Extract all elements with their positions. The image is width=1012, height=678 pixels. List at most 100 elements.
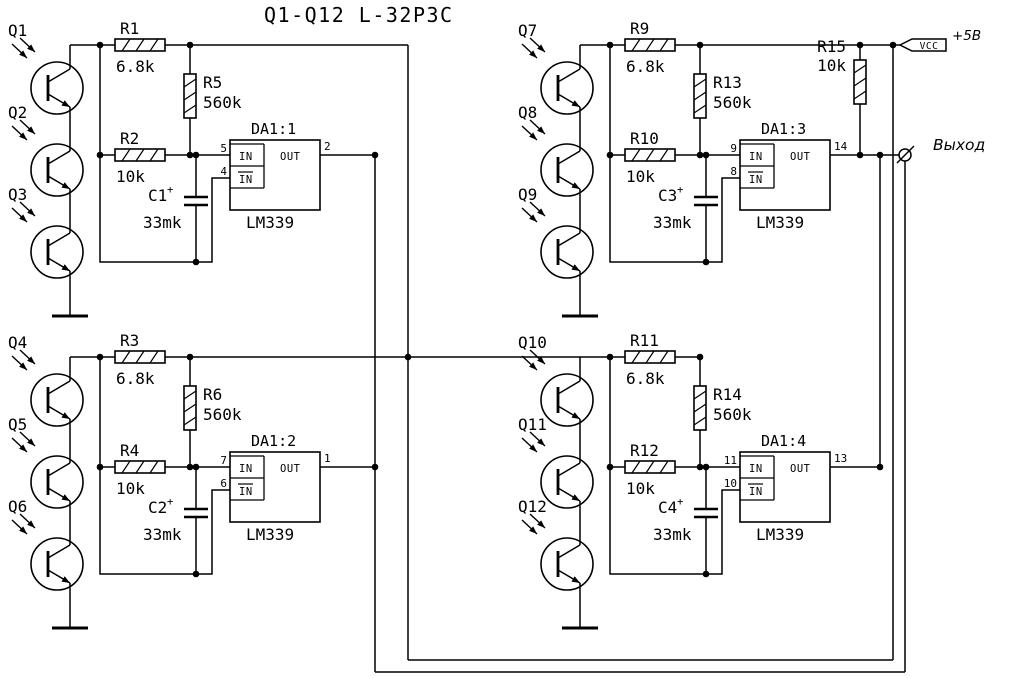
pin-number: 6 (220, 477, 227, 490)
resistor-value: 6.8k (626, 57, 665, 76)
resistor-ref: R9 (630, 19, 649, 38)
resistor-hatch (631, 148, 641, 162)
phototransistor-body (540, 537, 594, 591)
transistor-collector (47, 232, 71, 247)
transistor-collector (557, 462, 581, 477)
light-ray-arrowhead-icon (537, 520, 545, 528)
comparator-output-label: OUT (280, 463, 301, 475)
light-ray-arrowhead-icon (19, 362, 27, 370)
phototransistor-body (30, 455, 84, 509)
light-ray-arrowhead-icon (537, 126, 545, 134)
transistor-collector (47, 544, 71, 559)
comparator-ref: DA1:1 (251, 120, 296, 138)
transistor-label: Q5 (8, 415, 27, 434)
comparator-body (229, 451, 321, 523)
comparator-body (229, 139, 321, 211)
junction-dot (876, 463, 884, 471)
output-label: Выход (933, 136, 985, 154)
phototransistor-body (30, 373, 84, 427)
emitter-arrowhead-icon (61, 264, 70, 271)
capacitor-polarity: + (677, 496, 684, 508)
pin-number: 11 (724, 454, 737, 467)
resistor-hatch (183, 78, 197, 88)
resistor-hatch (853, 64, 867, 74)
quadrant-DA1:2: Q4Q5Q6R36.8kR410kR6560k+C233mkININOUT761… (8, 331, 331, 630)
resistor-value: 6.8k (116, 369, 155, 388)
transistor-label: Q4 (8, 333, 27, 352)
transistor-collector (47, 68, 71, 83)
emitter-arrowhead-icon (61, 412, 70, 419)
resistor-value: 6.8k (626, 369, 665, 388)
light-ray-arrowhead-icon (537, 44, 545, 52)
comparator-input-label: IN (749, 463, 763, 475)
resistor-value: 6.8k (116, 57, 155, 76)
resistor-hatch (183, 104, 197, 114)
transistor-collector (557, 150, 581, 165)
resistor-hatch (121, 350, 131, 364)
resistor-hatch (183, 91, 197, 101)
junction-dot (702, 151, 710, 159)
capacitor-value: 33mk (653, 525, 692, 544)
pin-number: 4 (220, 165, 227, 178)
resistor-hatch (659, 38, 669, 52)
transistor-collector (557, 68, 581, 83)
resistor-ref: R13 (713, 73, 742, 92)
comparator-part: LM339 (246, 213, 294, 232)
light-ray-arrowhead-icon (19, 444, 27, 452)
transistor-label: Q2 (8, 103, 27, 122)
resistor-hatch (631, 350, 641, 364)
wire (99, 467, 230, 575)
junction-dot (192, 463, 200, 471)
resistor-ref: R5 (203, 73, 222, 92)
resistor-hatch (693, 91, 707, 101)
junction-dot (856, 151, 864, 159)
capacitor-value: 33mk (653, 213, 692, 232)
resistor-ref: R4 (120, 441, 139, 460)
transistor-label: Q9 (518, 185, 537, 204)
comparator-input-label: IN (749, 174, 763, 186)
resistor-hatch (149, 148, 159, 162)
quadrant-DA1:1: Q1Q2Q3R16.8kR210kR5560k+C133mkININOUT542… (8, 19, 331, 318)
transistor-label: Q6 (8, 497, 27, 516)
capacitor-value: 33mk (143, 525, 182, 544)
resistor-hatch (693, 104, 707, 114)
comparator-input-label: IN (749, 486, 763, 498)
resistor-hatch (183, 416, 197, 426)
resistor-value: 10k (116, 167, 145, 186)
resistor-hatch (645, 38, 655, 52)
light-ray-arrowhead-icon (529, 444, 537, 452)
resistor-hatch (121, 460, 131, 474)
resistor-hatch (853, 90, 867, 100)
light-ray-arrowhead-icon (19, 132, 27, 140)
emitter-arrowhead-icon (571, 576, 580, 583)
comparator-ref: DA1:2 (251, 432, 296, 450)
pin-number: 1 (324, 452, 331, 465)
pin-number: 9 (730, 142, 737, 155)
junction-dot (876, 151, 884, 159)
pin-number: 13 (834, 452, 847, 465)
resistor-hatch (645, 148, 655, 162)
pin-number: 7 (220, 454, 227, 467)
light-ray-arrowhead-icon (27, 356, 35, 364)
pin-number: 10 (724, 477, 737, 490)
comparator-output-label: OUT (280, 151, 301, 163)
resistor-ref: R10 (630, 129, 659, 148)
comparator-output-label: OUT (790, 463, 811, 475)
resistor-value: 10k (116, 479, 145, 498)
light-ray-arrowhead-icon (27, 208, 35, 216)
phototransistor-body (540, 61, 594, 115)
phototransistor-body (30, 61, 84, 115)
phototransistor-body (30, 537, 84, 591)
resistor-value: 560k (713, 405, 752, 424)
comparator-input-label: IN (239, 463, 253, 475)
capacitor-value: 33mk (143, 213, 182, 232)
resistor-ref: R15 (817, 37, 846, 56)
phototransistor-body (30, 143, 84, 197)
transistor-label: Q7 (518, 21, 537, 40)
light-ray-arrowhead-icon (529, 132, 537, 140)
comparator-part: LM339 (756, 525, 804, 544)
transistor-collector (557, 380, 581, 395)
resistor-hatch (693, 416, 707, 426)
